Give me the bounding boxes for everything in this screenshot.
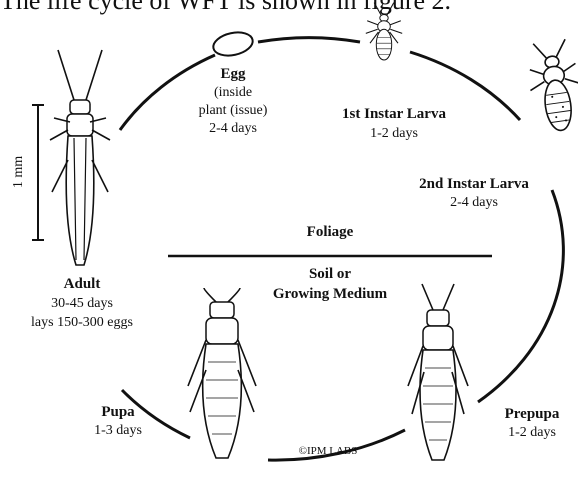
scale-bar: 1 mm — [11, 105, 44, 240]
pupa-title: Pupa — [101, 404, 135, 420]
soil-label-line-2: Growing Medium — [273, 286, 388, 302]
first-instar-illustration — [366, 3, 402, 60]
egg-line-1: (inside — [214, 85, 252, 100]
prepupa-title: Prepupa — [505, 406, 560, 422]
prepupa-illustration — [408, 284, 468, 460]
soil-label-line-1: Soil or — [309, 266, 351, 282]
egg-duration: 2-4 days — [209, 121, 257, 136]
scale-label: 1 mm — [11, 156, 26, 188]
adult-title: Adult — [64, 276, 101, 292]
adult-illustration — [50, 50, 110, 265]
first-instar-duration: 1-2 days — [370, 126, 418, 141]
second-instar-title: 2nd Instar Larva — [419, 176, 529, 192]
egg-line-2: plant (issue) — [199, 103, 268, 118]
second-instar-duration: 2-4 days — [450, 195, 498, 210]
adult-duration: 30-45 days — [51, 296, 113, 311]
adult-note: lays 150-300 eggs — [31, 315, 133, 330]
copyright-label: ©IPM LABS — [299, 445, 358, 457]
egg-title: Egg — [220, 66, 246, 82]
prepupa-duration: 1-2 days — [508, 425, 556, 440]
pupa-illustration — [188, 288, 256, 458]
pupa-duration: 1-3 days — [94, 423, 142, 438]
first-instar-title: 1st Instar Larva — [342, 106, 446, 122]
foliage-label: Foliage — [307, 224, 354, 240]
second-instar-illustration — [524, 38, 578, 134]
egg-illustration — [211, 29, 255, 59]
cycle-ring — [120, 38, 563, 460]
